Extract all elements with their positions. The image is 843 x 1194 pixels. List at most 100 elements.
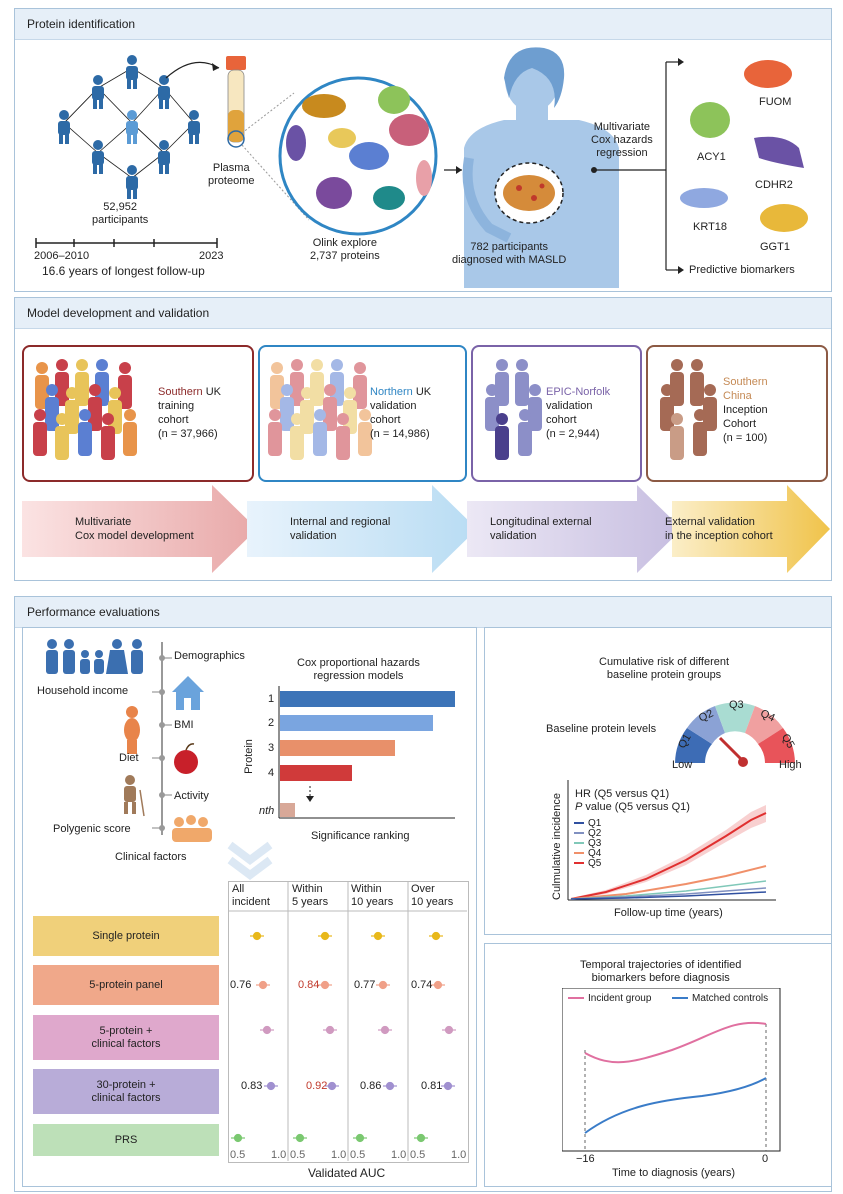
people-icons bbox=[58, 55, 200, 199]
cox-ranking-bars bbox=[278, 686, 455, 819]
participants-label: 52,952 participants bbox=[92, 201, 149, 226]
region-name: Southern China bbox=[723, 376, 768, 402]
gauge-low: Low bbox=[672, 759, 693, 771]
factor-diet: Diet bbox=[119, 752, 139, 764]
pvalue-annotation: P value (Q5 versus Q1) bbox=[575, 801, 690, 813]
cohort-southern-uk-text: Southern UK training cohort (n = 37,966) bbox=[158, 386, 221, 440]
factor-polygenic: Polygenic score bbox=[53, 823, 131, 835]
auc-row-single bbox=[250, 931, 443, 941]
auc-col-all: All incident bbox=[232, 883, 270, 908]
significance-ranking-label: Significance ranking bbox=[311, 830, 410, 842]
auc-tick-05-d: 0.5 bbox=[410, 1149, 426, 1161]
blood-tube-icon bbox=[226, 56, 246, 148]
factor-bmi: BMI bbox=[174, 719, 194, 731]
baseline-protein-label: Baseline protein levels bbox=[546, 723, 657, 735]
temporal-title: Temporal trajectories of identified biom… bbox=[580, 959, 742, 984]
olink-label: Olink explore 2,737 proteins bbox=[310, 237, 380, 262]
auc-val-panel5-10y: 0.77 bbox=[354, 979, 376, 991]
factor-tree-illustration bbox=[46, 639, 212, 842]
bar-rank-4 bbox=[280, 765, 352, 781]
biomarker-protein-icons bbox=[680, 60, 808, 232]
model-30-protein-clinical: 30-protein + clinical factors bbox=[33, 1069, 219, 1114]
bar-rank-2 bbox=[280, 715, 433, 731]
auc-row-prs bbox=[231, 1133, 428, 1143]
model-5-protein-panel: 5-protein panel bbox=[33, 965, 219, 1005]
region-name: Northern bbox=[370, 386, 413, 398]
auc-tick-05-c: 0.5 bbox=[350, 1149, 366, 1161]
temporal-xlabel: Time to diagnosis (years) bbox=[612, 1167, 736, 1179]
auc-tick-05-b: 0.5 bbox=[290, 1149, 306, 1161]
house-icon bbox=[172, 676, 204, 710]
cox-models-title: Cox proportional hazards regression mode… bbox=[297, 657, 420, 682]
rank-label-3: 3 bbox=[268, 742, 275, 754]
auc-tick-10-d: 1.0 bbox=[451, 1149, 467, 1161]
auc-val-p30-all: 0.83 bbox=[241, 1080, 263, 1092]
cumulative-incidence-chart bbox=[567, 780, 776, 901]
legend-controls: Matched controls bbox=[692, 993, 769, 1004]
auc-val-p30-5y: 0.92 bbox=[306, 1080, 328, 1092]
auc-val-p30-over10: 0.81 bbox=[421, 1080, 443, 1092]
legend-q3: Q3 bbox=[588, 838, 602, 849]
auc-tick-10-b: 1.0 bbox=[331, 1149, 347, 1161]
cohort-epic-norfolk-text: EPIC-Norfolk validation cohort (n = 2,94… bbox=[546, 386, 611, 440]
legend-swatches bbox=[574, 822, 584, 864]
step-arrows bbox=[22, 485, 830, 573]
legend-q4: Q4 bbox=[588, 848, 602, 859]
cohort-northern-uk-text: Northern UK validation cohort (n = 14,98… bbox=[370, 386, 432, 440]
hr-annotation: HR (Q5 versus Q1) bbox=[575, 788, 670, 800]
panel-header: Protein identification bbox=[15, 9, 831, 40]
cumulative-risk-title: Cumulative risk of different baseline pr… bbox=[599, 656, 730, 681]
bar-rank-nth bbox=[280, 803, 295, 817]
auc-tick-05-a: 0.5 bbox=[230, 1149, 246, 1161]
auc-row-protein30 bbox=[264, 1081, 455, 1091]
legend-q2: Q2 bbox=[588, 828, 602, 839]
curve-q5 bbox=[570, 812, 767, 900]
protein-fuom: FUOM bbox=[759, 96, 792, 108]
step-label-3: Longitudinal external validation bbox=[490, 516, 592, 542]
auc-col-10y: Within 10 years bbox=[351, 883, 394, 908]
auc-val-panel5-over10: 0.74 bbox=[411, 979, 433, 991]
plasma-proteome-label: Plasma proteome bbox=[208, 162, 255, 187]
auc-col-over10: Over 10 years bbox=[411, 883, 454, 908]
step-arrow-3 bbox=[467, 485, 682, 573]
auc-val-panel5-all: 0.76 bbox=[230, 979, 252, 991]
rank-label-nth: nth bbox=[259, 805, 275, 817]
rank-label-4: 4 bbox=[268, 767, 275, 779]
panel-header: Model development and validation bbox=[15, 298, 831, 329]
cox-regression-label: Multivariate Cox hazards regression bbox=[591, 121, 653, 159]
protein-acy1: ACY1 bbox=[697, 151, 726, 163]
cumulative-ylabel: Culmulative incidence bbox=[551, 793, 563, 900]
predictive-biomarkers-label: Predictive biomarkers bbox=[689, 264, 795, 276]
person-bmi-icon bbox=[124, 706, 140, 754]
validated-auc-label: Validated AUC bbox=[308, 1166, 386, 1180]
cumulative-xlabel: Follow-up time (years) bbox=[614, 907, 723, 919]
temporal-chart bbox=[562, 988, 781, 1152]
region-name: EPIC-Norfolk bbox=[546, 386, 611, 398]
model-single-protein: Single protein bbox=[33, 916, 219, 956]
hiker-icon bbox=[124, 775, 145, 817]
legend-q1: Q1 bbox=[588, 818, 602, 829]
timeline-start-label: 2006–2010 bbox=[34, 250, 90, 262]
timeline-axis bbox=[35, 238, 218, 248]
people-group-icon bbox=[172, 815, 212, 842]
auc-row-panel5 bbox=[256, 980, 445, 990]
timeline-end-label: 2023 bbox=[199, 250, 224, 262]
followup-label: 16.6 years of longest follow-up bbox=[42, 264, 205, 278]
temporal-tick-start: −16 bbox=[576, 1153, 595, 1165]
cohort-people-icons bbox=[33, 359, 717, 460]
panel-title: Performance evaluations bbox=[27, 605, 160, 619]
step-arrow-1 bbox=[22, 485, 257, 573]
legend-incident: Incident group bbox=[588, 993, 652, 1004]
bar-rank-3 bbox=[280, 740, 395, 756]
model-5-protein-clinical: 5-protein + clinical factors bbox=[33, 1015, 219, 1060]
auc-val-panel5-5y: 0.84 bbox=[298, 979, 320, 991]
auc-col-5y: Within 5 years bbox=[292, 883, 329, 908]
gauge-high: High bbox=[779, 759, 802, 771]
chevron-down-icon bbox=[227, 841, 273, 880]
protein-cdhr2: CDHR2 bbox=[755, 179, 793, 191]
factor-household-income: Household income bbox=[37, 685, 129, 697]
protein-blobs-icon bbox=[286, 86, 432, 210]
auc-tick-10-c: 1.0 bbox=[391, 1149, 407, 1161]
apple-icon bbox=[174, 743, 198, 774]
auc-row-panel5-clinical bbox=[260, 1025, 456, 1035]
